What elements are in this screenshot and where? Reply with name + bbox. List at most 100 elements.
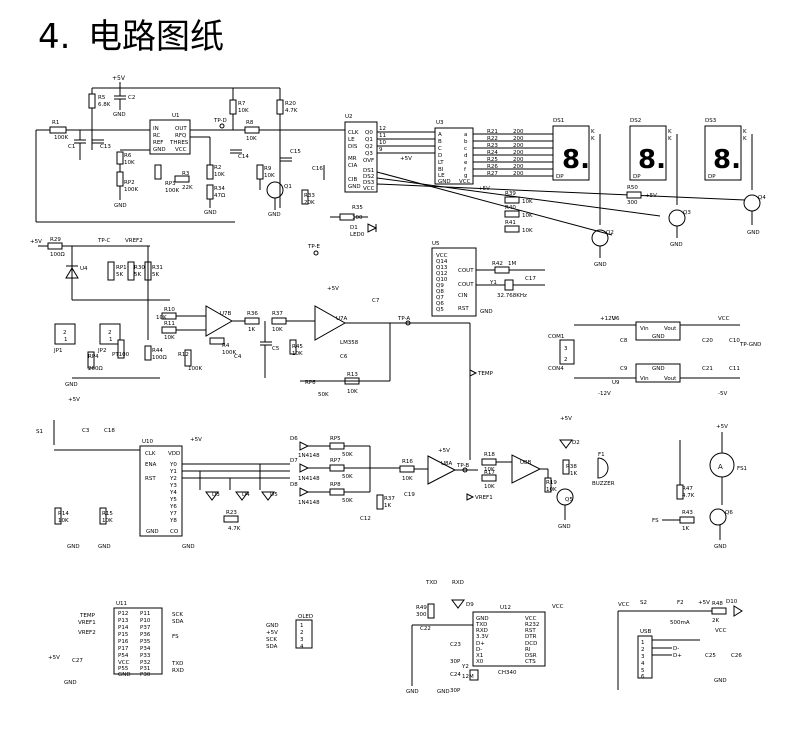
svg-text:C: C [438, 146, 442, 152]
svg-text:100K: 100K [165, 188, 179, 194]
svg-text:RP8: RP8 [330, 482, 341, 488]
resistor-r9 [256, 164, 264, 180]
svg-text:RP7: RP7 [330, 458, 341, 464]
svg-text:P11: P11 [140, 611, 150, 617]
svg-text:DP: DP [708, 174, 716, 180]
svg-text:Q4: Q4 [758, 195, 766, 201]
svg-text:200: 200 [513, 143, 524, 149]
svg-text:GND: GND [438, 179, 451, 185]
svg-text:USB: USB [640, 629, 652, 635]
svg-text:TP-D: TP-D [213, 118, 227, 124]
svg-text:R16: R16 [402, 459, 413, 465]
resistor-r8 [244, 126, 260, 134]
svg-text:DIS: DIS [348, 144, 358, 150]
resistor-r49 [427, 603, 435, 619]
svg-text:50K: 50K [318, 392, 329, 398]
transistor-q1 [266, 181, 284, 199]
svg-text:CTS: CTS [525, 659, 536, 665]
resistor-r30 [127, 261, 135, 281]
svg-text:VCC: VCC [118, 660, 130, 666]
svg-text:R15: R15 [102, 511, 113, 517]
svg-text:Vin: Vin [640, 326, 649, 332]
svg-text:X0: X0 [476, 659, 484, 665]
svg-text:R43: R43 [682, 510, 693, 516]
svg-text:JP1: JP1 [53, 348, 62, 354]
svg-text:5: 5 [641, 668, 645, 674]
svg-text:GND: GND [480, 309, 493, 315]
svg-text:-12V: -12V [598, 391, 611, 397]
svg-text:20K: 20K [304, 200, 315, 206]
svg-text:8.: 8. [638, 145, 666, 175]
svg-text:10K: 10K [522, 213, 533, 219]
pot-rp5 [329, 442, 345, 450]
svg-text:F1: F1 [598, 452, 605, 458]
svg-text:U9: U9 [612, 380, 620, 386]
led-d10 [733, 605, 743, 617]
svg-text:RI: RI [525, 647, 531, 653]
svg-text:R29: R29 [50, 237, 61, 243]
svg-text:TP-E: TP-E [307, 244, 321, 250]
svg-text:3: 3 [564, 346, 568, 352]
svg-text:Q6: Q6 [725, 510, 733, 516]
pot-rp4 [87, 351, 95, 369]
resistor-r36 [244, 317, 260, 325]
resistor-r19 [544, 477, 552, 493]
svg-text:P33: P33 [140, 653, 151, 659]
opamp-u7a [314, 305, 347, 341]
resistor-r7 [229, 99, 237, 115]
svg-text:X1: X1 [476, 653, 483, 659]
svg-text:TP-C: TP-C [97, 238, 111, 244]
svg-text:RP1: RP1 [116, 265, 127, 271]
svg-text:BI: BI [438, 167, 444, 173]
svg-text:5K: 5K [116, 272, 123, 278]
ic-u3 [434, 127, 474, 185]
svg-text:DSR: DSR [525, 653, 537, 659]
svg-text:GND: GND [118, 672, 131, 678]
svg-text:GND: GND [558, 524, 571, 530]
svg-text:D10: D10 [726, 599, 738, 605]
svg-text:D-: D- [673, 646, 679, 652]
svg-text:R37: R37 [384, 496, 395, 502]
svg-text:C8: C8 [620, 338, 628, 344]
svg-text:S2: S2 [640, 600, 647, 606]
svg-text:10K: 10K [292, 351, 303, 357]
svg-text:2: 2 [641, 647, 645, 653]
svg-text:3.3V: 3.3V [476, 634, 489, 640]
svg-text:R23: R23 [226, 510, 237, 516]
resistor-r5 [88, 93, 96, 109]
svg-text:12M: 12M [462, 674, 474, 680]
svg-text:Y2: Y2 [461, 664, 469, 670]
svg-text:U3: U3 [436, 120, 444, 126]
svg-text:C4: C4 [234, 354, 242, 360]
svg-text:U5: U5 [432, 241, 440, 247]
svg-text:R49: R49 [416, 605, 427, 611]
led-d4 [235, 491, 249, 501]
svg-text:DS2: DS2 [630, 118, 641, 124]
svg-text:GND: GND [714, 544, 727, 550]
svg-text:C22: C22 [420, 626, 431, 632]
svg-text:A: A [438, 132, 442, 138]
svg-text:SCK: SCK [172, 612, 183, 618]
svg-text:DS3: DS3 [705, 118, 717, 124]
regulator-u6 [635, 321, 681, 341]
svg-text:DS1: DS1 [553, 118, 564, 124]
svg-text:100K: 100K [188, 366, 202, 372]
svg-text:+5V: +5V [645, 193, 657, 199]
svg-text:10K: 10K [102, 518, 113, 524]
svg-text:ENA: ENA [145, 462, 157, 468]
svg-text:R232: R232 [525, 622, 539, 628]
svg-text:Vout: Vout [664, 326, 677, 332]
resistor-r2 [206, 164, 214, 180]
svg-text:Q1: Q1 [284, 184, 292, 190]
svg-text:GND: GND [406, 689, 419, 695]
svg-text:DCD: DCD [525, 641, 537, 647]
svg-text:OLED: OLED [298, 614, 313, 620]
svg-text:R10: R10 [164, 307, 175, 313]
svg-text:D2: D2 [572, 440, 580, 446]
svg-text:LM358: LM358 [340, 340, 359, 346]
svg-text:Q3: Q3 [365, 151, 373, 157]
pot-rp1 [107, 261, 115, 281]
svg-text:U12: U12 [500, 605, 511, 611]
svg-text:C18: C18 [104, 428, 115, 434]
svg-text:D-: D- [476, 647, 482, 653]
